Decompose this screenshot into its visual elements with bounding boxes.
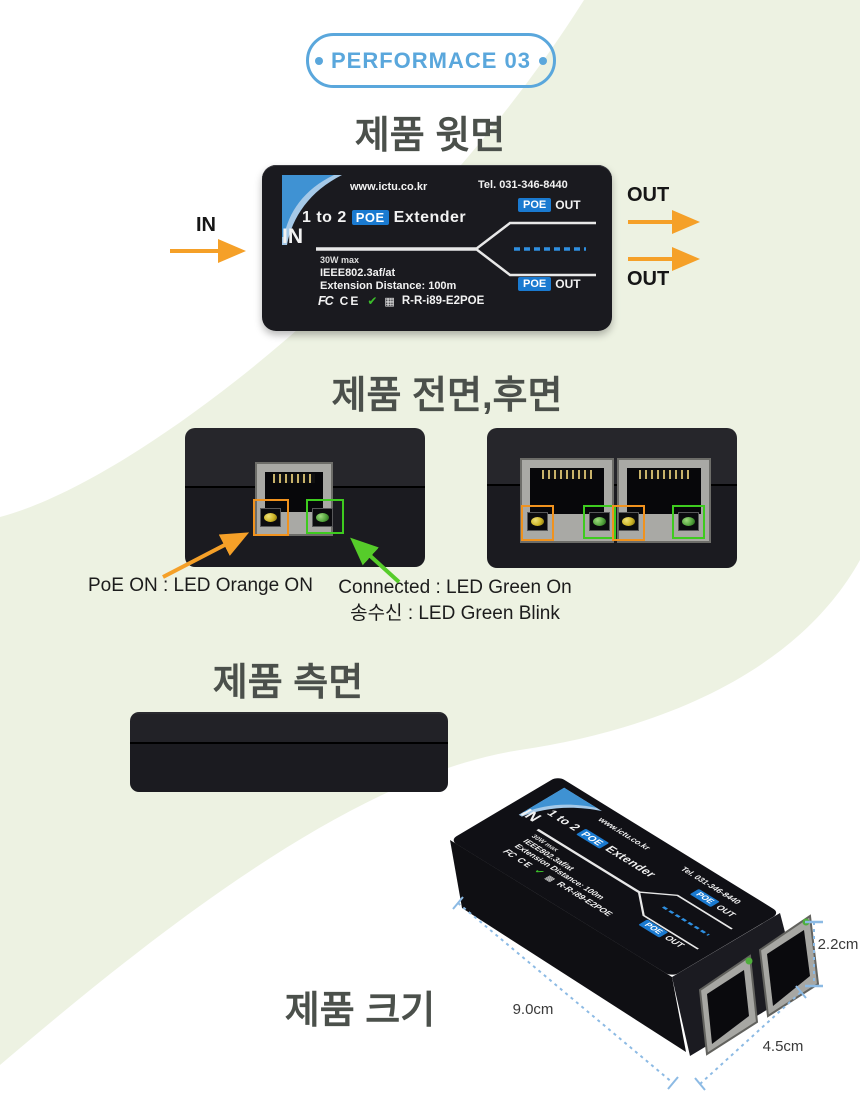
rj45-pins-icon (273, 474, 315, 483)
check-icon: ✔ (367, 294, 378, 308)
swoosh-icon (282, 175, 342, 245)
annotation-green-led: Connected : LED Green On 송수신 : LED Green… (338, 575, 572, 627)
orange-led-icon (622, 517, 635, 526)
badge-label: PERFORMACE 03 (330, 47, 532, 73)
device3d-port-led-icon (745, 957, 753, 965)
device-front-view-photo (185, 428, 425, 567)
orange-led-icon (264, 513, 277, 522)
orange-highlight-box (521, 505, 554, 541)
heading-front-back-view: 제품 전면,후면 (331, 375, 563, 417)
device-power: 30W max (320, 255, 360, 265)
device-title: 1 to 2 POE Extender (302, 209, 466, 227)
flow-out-top-label: OUT (627, 184, 670, 206)
heading-size-view: 제품 크기 (284, 990, 436, 1032)
device3d-port-led-icon (802, 918, 810, 926)
device3d-port-right-hole (767, 930, 810, 1006)
flow-out-bottom-label: OUT (627, 268, 670, 290)
rj45-pins-icon (542, 470, 592, 479)
out-text: OUT (555, 277, 581, 291)
green-highlight-box (306, 499, 344, 534)
flow-in-label: IN (196, 214, 216, 236)
poe-chip: POE (518, 198, 552, 212)
out-text: OUT (555, 198, 581, 212)
led-green (312, 508, 333, 527)
green-led-icon (316, 513, 329, 522)
heading-side-view: 제품 측면 (212, 662, 364, 704)
kc-mark-icon: ▦ (384, 295, 395, 308)
led-green (589, 512, 610, 531)
device-top-view-photo: www.ictu.co.kr Tel. 031-346-8440 POE OUT… (262, 165, 612, 331)
device-cert-id: R-R-i89-E2POE (401, 295, 485, 307)
device-title-suffix: Extender (393, 209, 467, 226)
orange-led-icon (531, 517, 544, 526)
device-side-view-photo (130, 712, 448, 792)
performance-badge: PERFORMACE 03 (306, 33, 556, 88)
orange-highlight-box (612, 505, 645, 541)
fcc-mark-icon: FC (318, 294, 334, 308)
annotation-txrx: 송수신 : LED Green Blink (350, 603, 560, 624)
annotation-poe-led: PoE ON : LED Orange ON (88, 575, 313, 596)
orange-highlight-box (253, 499, 289, 536)
green-band (0, 0, 860, 1065)
device-tel: Tel. 031-346-8440 (478, 179, 568, 191)
led-orange (260, 508, 281, 527)
device-back-view-photo (487, 428, 737, 568)
badge-dot-icon (539, 57, 547, 65)
green-highlight-box (583, 505, 616, 539)
led-green (678, 512, 699, 531)
poe-chip: POE (518, 277, 552, 291)
poe-chip: POE (351, 210, 389, 225)
device-website: www.ictu.co.kr (350, 181, 428, 193)
led-orange (527, 512, 548, 531)
heading-top-view: 제품 윗면 (354, 115, 506, 157)
poe-out-top: POE OUT (518, 198, 581, 212)
rj45-pins-icon (639, 470, 689, 479)
device-distance: Extension Distance: 100m (320, 280, 457, 292)
device-certifications: FC CE ✔ ▦ R-R-i89-E2POE (318, 294, 484, 308)
device-title-prefix: 1 to 2 (302, 209, 347, 226)
ce-mark-icon: CE (339, 294, 361, 308)
annotation-connected: Connected : LED Green On (338, 577, 572, 598)
badge-dot-icon (315, 57, 323, 65)
swoosh-icon (518, 787, 603, 817)
green-highlight-box (672, 505, 705, 539)
green-led-icon (593, 517, 606, 526)
device-standard: IEEE802.3af/at (320, 267, 396, 279)
device-in-label: IN (282, 225, 303, 248)
rj45-port (520, 458, 614, 543)
poe-out-bottom: POE OUT (518, 277, 581, 291)
rj45-port-hole (265, 472, 323, 512)
green-led-icon (682, 517, 695, 526)
device-label: www.ictu.co.kr Tel. 031-346-8440 POE OUT… (262, 165, 612, 331)
led-orange (618, 512, 639, 531)
wiring-diagram-icon (316, 221, 596, 277)
